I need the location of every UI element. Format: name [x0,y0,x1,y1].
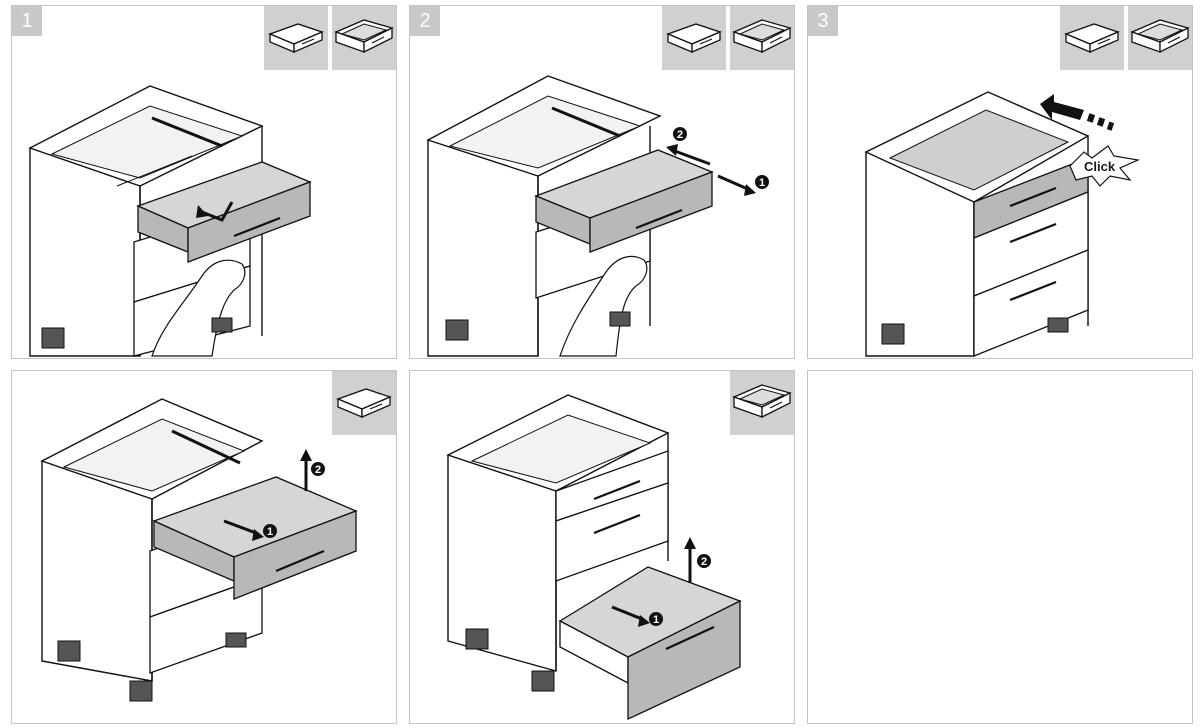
marker-1-label: 1 [267,526,273,538]
drawer-closed-thumb [662,6,726,70]
step-2-panel: 2 2 [409,5,795,359]
marker-2 [673,127,687,141]
marker-1 [263,524,277,538]
drawer-open-thumb [1128,6,1192,70]
step-number: 2 [410,6,440,36]
click-label: Click [1084,159,1116,174]
step-number-text: 2 [419,9,431,32]
drawer-closed-icon [336,388,392,418]
step-number: 3 [808,6,838,36]
drawer-open-thumb [730,371,794,435]
drawer-open-thumb [332,6,396,70]
marker-2-label: 2 [701,556,707,568]
drawer-open-thumb [730,6,794,70]
drawer-closed-thumb [332,371,396,435]
marker-1 [755,175,769,189]
drawer-closed-thumb [1060,6,1124,70]
drawer-closed-thumb [264,6,328,70]
drawer-open-icon [1130,19,1190,54]
drawer-open-icon [334,19,394,54]
marker-1-label: 1 [759,177,765,189]
drawer-closed-icon [1064,23,1120,53]
marker-2 [311,462,325,476]
empty-panel [807,370,1193,724]
step-3-panel: 3 Click [807,5,1193,359]
marker-2 [697,554,711,568]
marker-1 [649,612,663,626]
step-4-illustration: 1 2 [40,398,358,702]
step-3-illustration: Click [864,91,1141,357]
drawer-open-icon [732,19,792,54]
marker-1-label: 1 [653,614,659,626]
step-4-panel: 1 2 [11,370,397,724]
drawer-closed-icon [268,23,324,53]
step-1-illustration [28,85,312,357]
drawer-open-icon [732,384,792,419]
drawer-closed-icon [666,23,722,53]
step-number: 1 [12,6,42,36]
step-1-panel: 1 [11,5,397,359]
marker-2-label: 2 [315,464,321,476]
step-5-illustration: 1 2 [446,394,742,721]
step-2-illustration: 2 1 [426,75,769,357]
marker-2-label: 2 [677,129,683,141]
step-number-text: 1 [21,9,33,32]
step-5-panel: 1 2 [409,370,795,724]
step-number-text: 3 [817,9,829,32]
